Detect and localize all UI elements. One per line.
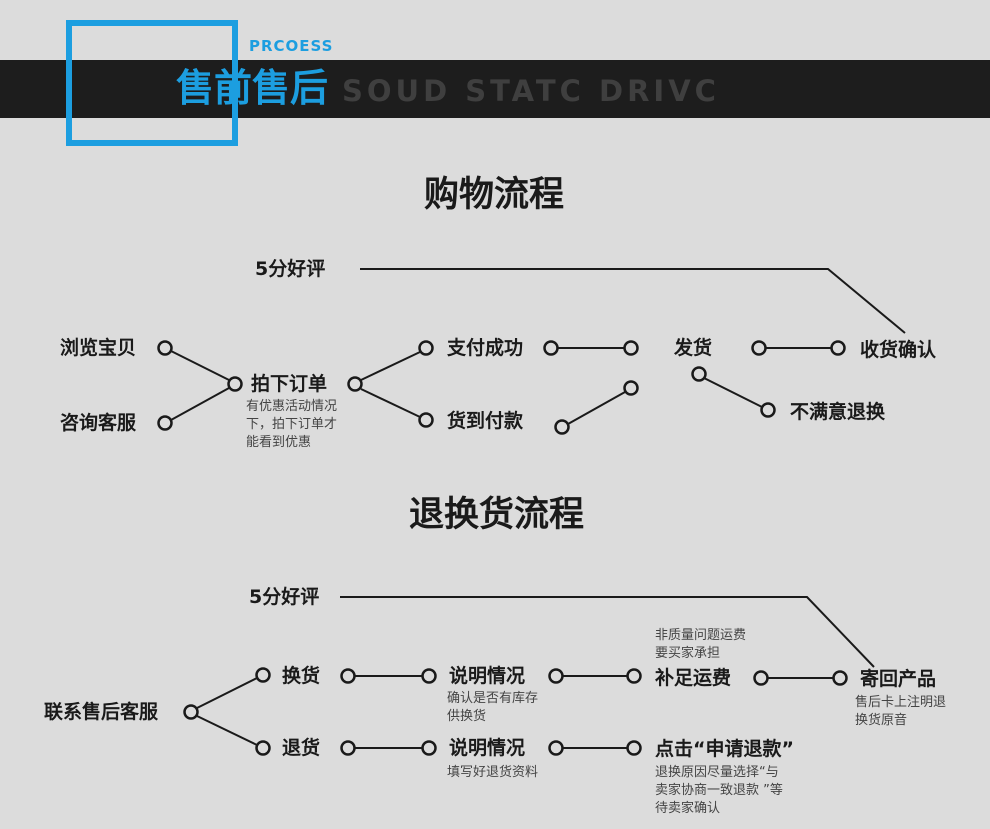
node-sendback-in <box>832 670 848 686</box>
returns-review-connector <box>340 596 875 668</box>
send-back-label: 寄回产品 <box>860 668 937 690</box>
node-order-in <box>227 376 243 392</box>
node-browse <box>157 340 173 356</box>
node-explain2-out <box>548 740 564 756</box>
node-cod-in <box>418 412 434 428</box>
node-pay-out <box>543 340 559 356</box>
node-ship-return <box>691 366 707 382</box>
node-cod-out <box>554 419 570 435</box>
review-connector <box>360 268 906 334</box>
node-refund-out <box>340 740 356 756</box>
node-explain1-in <box>421 668 437 684</box>
node-explain1-out <box>548 668 564 684</box>
node-consult <box>157 415 173 431</box>
refund-label: 退货 <box>282 737 321 759</box>
shopping-flow-title: 购物流程 <box>424 175 565 215</box>
consult-label: 咨询客服 <box>60 412 137 434</box>
ship-label: 发货 <box>674 337 713 359</box>
explain1-note: 确认是否有库存 供换货 <box>447 691 539 724</box>
click-refund-label: 点击“申请退款” <box>655 738 794 760</box>
node-ship <box>751 340 767 356</box>
order-label: 拍下订单 <box>251 373 328 395</box>
explain1-label: 说明情况 <box>449 665 526 687</box>
cod-label: 货到付款 <box>447 410 524 432</box>
node-clickrefund-in <box>626 740 642 756</box>
exchange-label: 换货 <box>282 665 321 687</box>
confirm-label: 收货确认 <box>860 339 937 361</box>
browse-label: 浏览宝贝 <box>60 337 137 359</box>
header-eyebrow: PRCOESS <box>249 37 334 55</box>
node-contact <box>183 704 199 720</box>
node-unsatisfied <box>760 402 776 418</box>
page-subtitle: SOUD STATC DRIVC <box>342 74 720 108</box>
page-title: 售前售后 <box>176 66 329 110</box>
node-confirm <box>830 340 846 356</box>
shopping-review-label: 5分好评 <box>255 258 326 280</box>
returns-review-label: 5分好评 <box>249 586 320 608</box>
header-frame <box>66 20 238 146</box>
node-order-out <box>347 376 363 392</box>
shipping-note: 非质量问题运费 要买家承担 <box>655 628 747 661</box>
node-exchange-out <box>340 668 356 684</box>
node-payship-in <box>626 668 642 684</box>
node-explain2-in <box>421 740 437 756</box>
returns-flow-title: 退换货流程 <box>409 495 585 535</box>
unsatisfied-label: 不满意退换 <box>790 401 886 423</box>
node-cod-end <box>623 380 639 396</box>
explain2-label: 说明情况 <box>449 737 526 759</box>
order-note: 有优惠活动情况 下，拍下订单才 能看到优惠 <box>246 399 338 450</box>
click-refund-note: 退换原因尽量选择“与 卖家协商一致退款 ”等 待卖家确认 <box>655 765 783 816</box>
node-payship-out <box>753 670 769 686</box>
header-banner <box>0 60 990 118</box>
node-pay-in <box>418 340 434 356</box>
node-exchange-in <box>255 667 271 683</box>
pay-shipping-label: 补足运费 <box>655 667 732 689</box>
contact-label: 联系售后客服 <box>44 701 159 723</box>
node-pay-end <box>623 340 639 356</box>
explain2-note: 填写好退货资料 <box>447 765 539 780</box>
pay-label: 支付成功 <box>447 337 524 359</box>
send-back-note: 售后卡上注明退 换货原音 <box>855 695 947 728</box>
node-refund-in <box>255 740 271 756</box>
